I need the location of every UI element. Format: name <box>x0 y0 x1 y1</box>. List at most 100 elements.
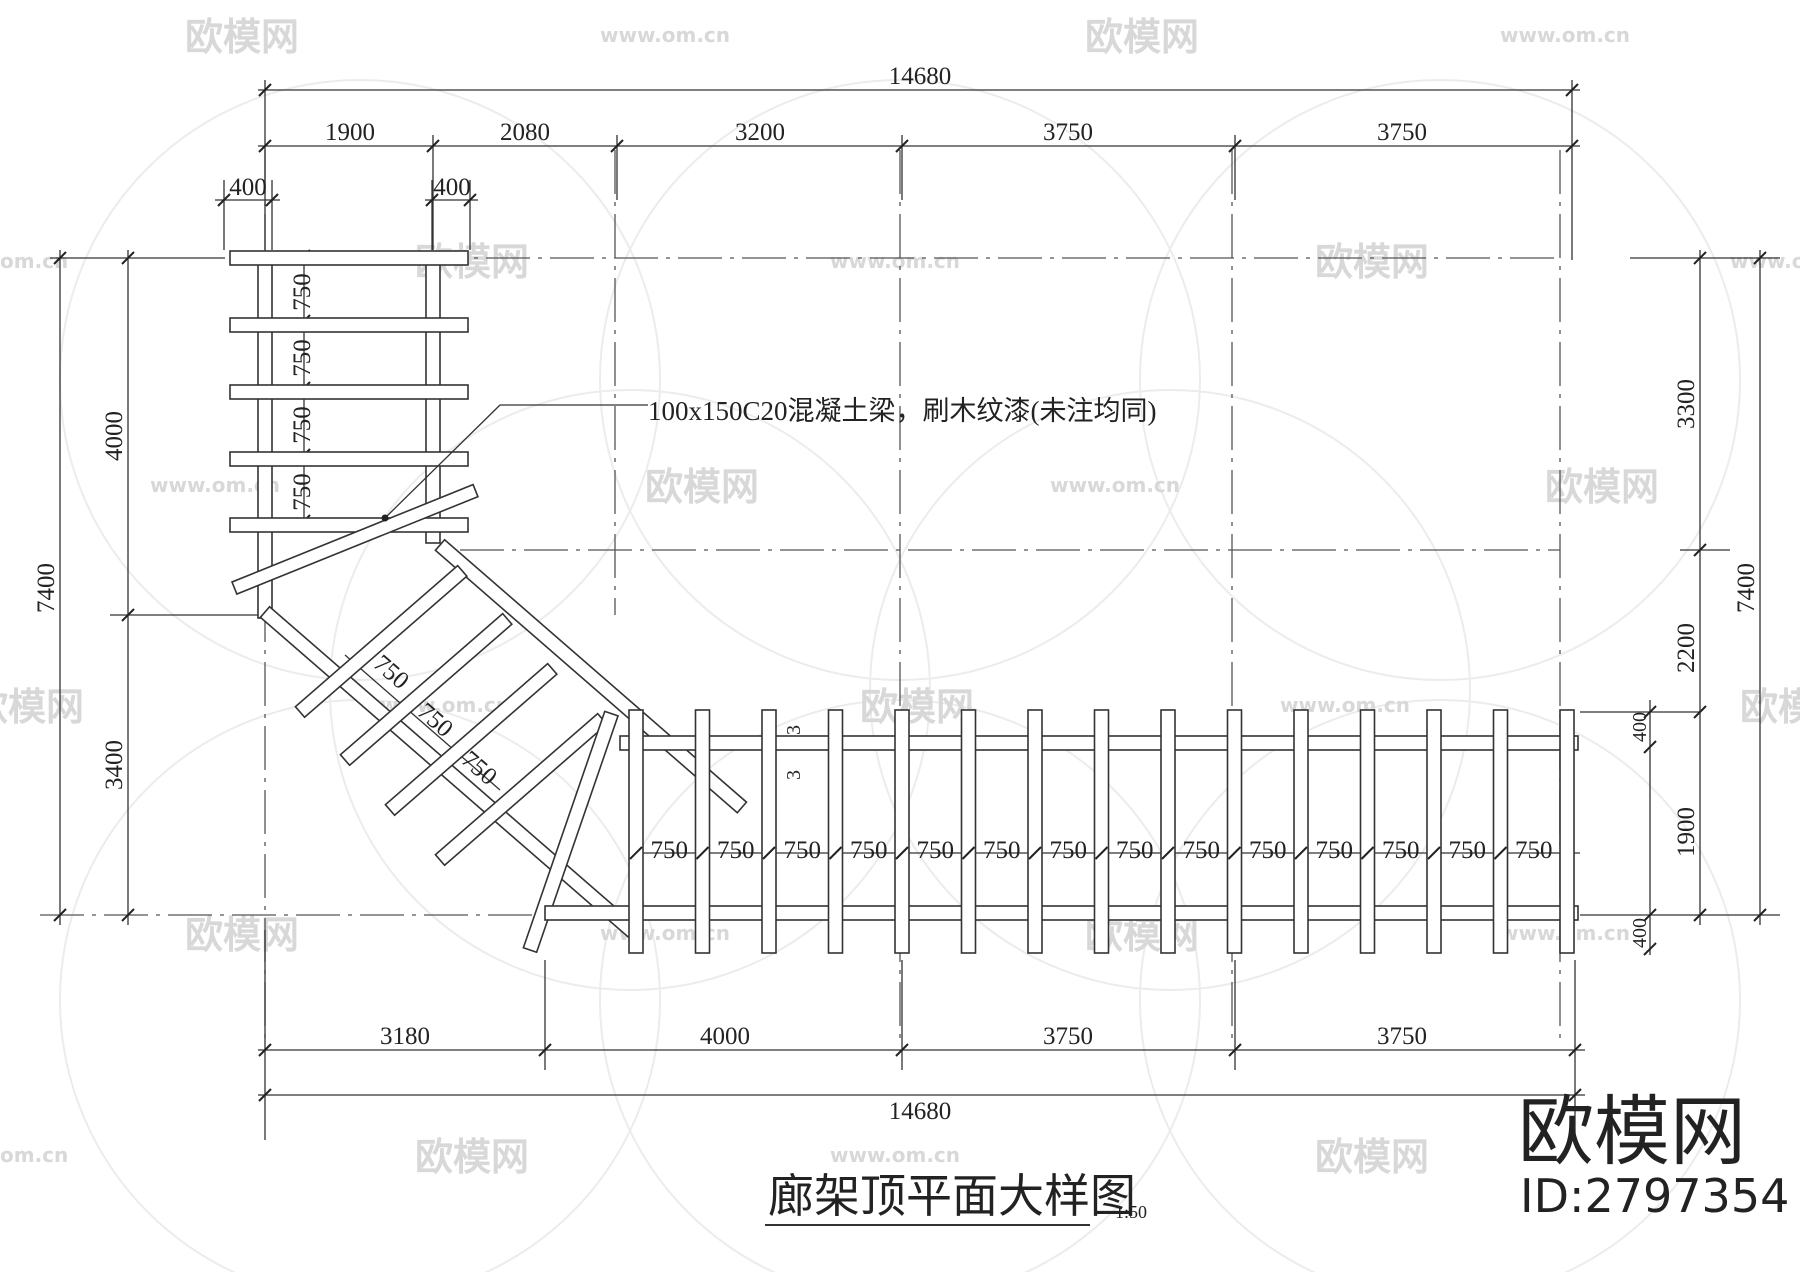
dimension-labels: 14680 1900 2080 3200 3750 3750 400 400 1… <box>33 63 1760 1125</box>
dim-tick <box>1493 846 1508 860</box>
dim-rafter-spacing: 750 <box>289 339 316 377</box>
watermark-logo: 欧模网 <box>185 15 299 59</box>
dim-rafter-spacing: 750 <box>1050 837 1088 864</box>
drawing-title: 廊架顶平面大样图 <box>768 1169 1136 1223</box>
dim-left-2: 3400 <box>101 740 128 790</box>
dim-bottom-1: 3180 <box>380 1023 430 1050</box>
dim-tick <box>1094 846 1109 860</box>
dim-rafter-spacing: 750 <box>289 473 316 511</box>
watermark-logo: 欧模网 <box>0 685 84 729</box>
dim-right-4: 1900 <box>1673 807 1700 857</box>
dim-top-total: 14680 <box>889 63 952 90</box>
rafter <box>1093 709 1110 954</box>
dim-rafter-spacing: 750 <box>1249 837 1287 864</box>
rafter <box>1359 709 1376 954</box>
watermark-layer: 欧模网 欧模网 欧模网 欧模网 欧模网 欧模网 欧模网 欧模网 欧模网 欧模网 … <box>0 15 1800 1272</box>
dim-tick <box>629 846 643 860</box>
title-block: 廊架顶平面大样图 1:50 <box>765 1169 1147 1226</box>
dim-rafter-spacing: 750 <box>717 837 755 864</box>
watermark-logo: 欧模网 <box>1085 15 1199 59</box>
corner-cross-beam <box>339 612 513 767</box>
main-beam <box>257 252 273 619</box>
dim-right-2: 2200 <box>1673 623 1700 673</box>
dim-right-3: 400 <box>1629 712 1651 742</box>
pergola-left-wing <box>229 250 469 619</box>
dim-tick <box>762 846 776 860</box>
rafter <box>960 709 977 954</box>
dimension-ticks <box>53 83 1767 1102</box>
dim-tick <box>695 846 710 860</box>
drawing-scale: 1:50 <box>1115 1202 1147 1222</box>
watermark-logo: 欧模网 <box>185 913 299 957</box>
corner-cross-beam <box>230 483 479 596</box>
watermark-logo: 欧模网 <box>860 685 974 729</box>
dim-tick <box>1161 846 1175 860</box>
watermark-logo: 欧模网 <box>645 465 759 509</box>
cross-beam <box>229 451 469 467</box>
dim-tick <box>1028 846 1042 860</box>
watermark-url: www.om.cn <box>1050 473 1180 497</box>
brand-id: ID:2797354 <box>1520 1169 1789 1223</box>
rafter <box>1426 709 1442 954</box>
dim-top-small-left: 400 <box>229 174 267 201</box>
dim-rafter-spacing: 750 <box>1515 837 1553 864</box>
dim-bottom-4: 3750 <box>1377 1023 1427 1050</box>
watermark-url: www.om.cn <box>600 23 730 47</box>
dim-rafter-spacing: 750 <box>850 837 888 864</box>
rafter <box>1027 709 1043 954</box>
extension-lines <box>50 80 1780 1140</box>
dim-tick <box>961 846 976 860</box>
watermark-url: www.om.cn <box>830 1143 960 1167</box>
watermark-logo: 欧模网 <box>1315 240 1429 284</box>
watermark-url-partial: om.cn <box>0 1143 68 1167</box>
cross-beam <box>229 517 469 533</box>
corner-cross-beam <box>384 662 558 817</box>
dim-rafter-spacing: 750 <box>917 837 955 864</box>
dim-rafter-spacing: 750 <box>1183 837 1221 864</box>
dim-rafter-spacing: 750 <box>983 837 1021 864</box>
corner-main-beam <box>259 605 641 940</box>
cross-beam <box>229 250 469 266</box>
dim-tick <box>1427 846 1441 860</box>
cross-beam <box>229 317 469 333</box>
dim-rafter-spacing: 750 <box>289 406 316 444</box>
pergola-right-wing <box>544 709 1579 954</box>
dim-bottom-total: 14680 <box>889 1098 952 1125</box>
watermark-logo: 欧模网 <box>1545 465 1659 509</box>
pergola-corner <box>230 483 748 954</box>
dim-rafter-spacing: 750 <box>1382 837 1420 864</box>
watermark-logo: 欧模网 <box>1315 1135 1429 1179</box>
dim-top-5: 3750 <box>1377 119 1427 146</box>
watermark-url: www.om.cn <box>1500 23 1630 47</box>
dim-tick <box>1294 846 1308 860</box>
rafter <box>1226 709 1243 954</box>
brand-mark: 欧模网 ID:2797354 <box>1518 1087 1789 1223</box>
brand-name: 欧模网 <box>1518 1087 1746 1176</box>
watermark-logo: 欧模网 <box>415 1135 529 1179</box>
watermark-logo: 欧模网 <box>1740 685 1800 729</box>
dim-top-1: 1900 <box>325 119 375 146</box>
dim-right-5: 400 <box>1629 918 1651 948</box>
dim-left-1: 4000 <box>101 411 128 461</box>
dim-rafter-spacing: 750 <box>289 273 316 311</box>
corner-cross-beam <box>294 564 468 719</box>
dim-rafter-spacing: 750 <box>1116 837 1154 864</box>
dim-rafter-spacing: 750 <box>651 837 689 864</box>
dim-top-small-right: 400 <box>433 174 471 201</box>
rafter <box>1492 709 1509 954</box>
dim-bottom-2: 4000 <box>700 1023 750 1050</box>
member-note: 100x150C20混凝土梁，刷木纹漆(未注均同) <box>648 396 1157 426</box>
dim-top-3: 3200 <box>735 119 785 146</box>
corner-cross-beam <box>522 710 620 954</box>
rafter <box>694 709 711 954</box>
dim-rafter-spacing: 750 <box>1316 837 1354 864</box>
watermark-url: www.om.cn <box>830 249 960 273</box>
rafter <box>761 709 777 954</box>
dim-tick <box>828 846 843 860</box>
dim-rafter-spacing: 750 <box>784 837 822 864</box>
rafter <box>1559 709 1575 954</box>
dim-top-2: 2080 <box>500 119 550 146</box>
rafter <box>827 709 844 954</box>
dim-top-4: 3750 <box>1043 119 1093 146</box>
